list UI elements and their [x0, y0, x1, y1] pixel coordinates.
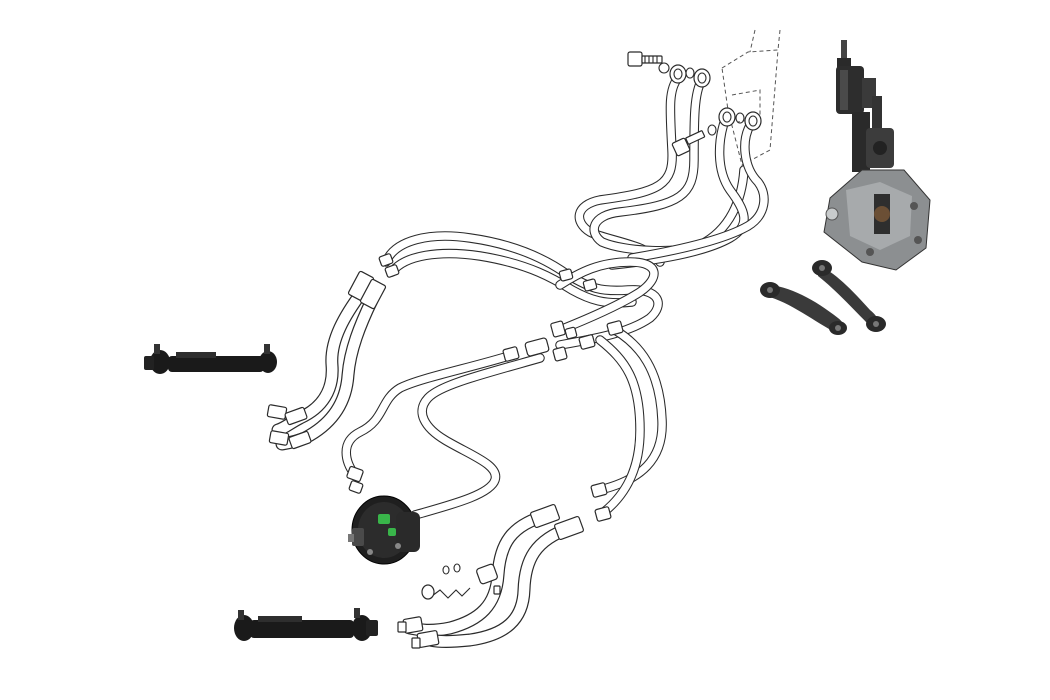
hose-end-fittings	[266, 270, 584, 649]
drag-link-arm	[812, 260, 886, 332]
pitman-arm	[760, 282, 847, 335]
steering-arm-photo	[812, 260, 886, 332]
cylinder-photo	[234, 608, 378, 641]
banjo-bolt-icon	[671, 130, 706, 157]
pump-photo	[348, 495, 420, 565]
banjo-bolts-washers	[421, 51, 706, 600]
upper-hydraulic-cylinder	[144, 344, 277, 374]
cylinder-photo	[144, 344, 277, 374]
hoses	[271, 285, 577, 648]
tube-fittings	[346, 62, 762, 522]
banjo-bolt-icon	[627, 51, 663, 67]
pitman-arm-photo	[760, 282, 847, 335]
power-steering-pump	[348, 495, 420, 565]
frame-bracket-dashed	[721, 29, 781, 166]
lower-hydraulic-cylinder	[234, 608, 378, 641]
steering-gearbox-photo	[823, 40, 931, 271]
hydraulic-tube-set	[341, 73, 769, 520]
steering-column-gearbox	[823, 40, 931, 271]
